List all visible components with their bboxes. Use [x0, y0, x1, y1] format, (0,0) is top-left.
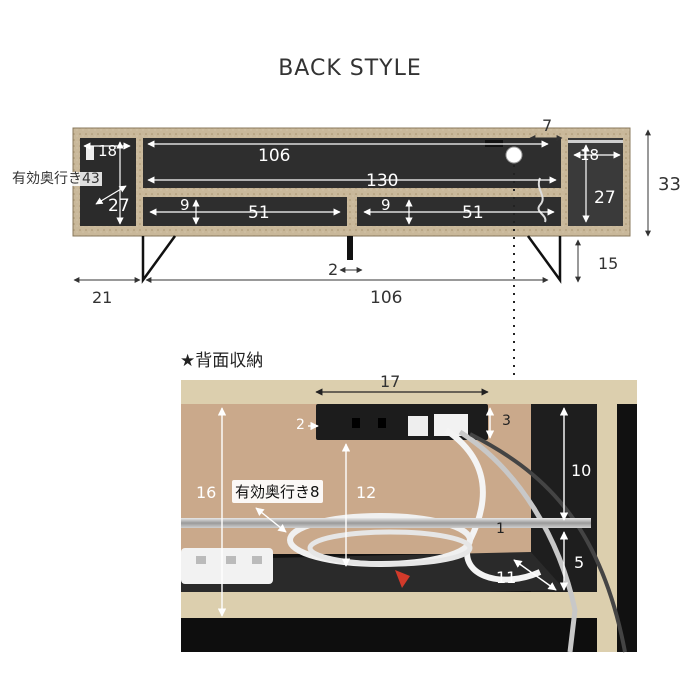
dim-top-gap: 3 — [502, 413, 511, 429]
back-storage-heading: ★背面収納 — [180, 351, 264, 371]
dim-bar-height: 12 — [356, 483, 377, 502]
dim-outlet-offset: 2 — [296, 417, 305, 433]
dim-left-height: 27 — [108, 196, 130, 216]
dim-right-height: 27 — [594, 188, 616, 208]
dim-side-height: 10 — [571, 461, 592, 480]
dim-total-height: 33 — [658, 174, 681, 195]
dim-left-depth: 18 — [98, 142, 118, 160]
dim-bottom-gap: 5 — [574, 553, 585, 572]
dim-leg-span: 106 — [370, 288, 403, 308]
legs — [141, 235, 562, 284]
dim-bar-diameter: 1 — [496, 521, 505, 537]
dim-leg-inset: 21 — [92, 288, 113, 307]
dim-opening-right-width: 51 — [462, 203, 484, 223]
dim-storage-height: 16 — [196, 483, 217, 502]
dim-opening-left-height: 9 — [180, 196, 190, 214]
dim-cord-hole: 7 — [542, 116, 553, 135]
dim-shelf-width: 106 — [258, 146, 291, 166]
dim-leg-height: 15 — [598, 254, 619, 273]
dim-storage-effective-depth: 有効奥行き8 — [232, 480, 323, 503]
dim-storage-depth: 11 — [496, 568, 517, 587]
dim-storage-width: 17 — [380, 372, 401, 391]
dim-opening-left-width: 51 — [248, 203, 270, 223]
dim-leg-width: 2 — [328, 260, 339, 279]
section-title: BACK STYLE — [278, 56, 422, 81]
dim-total-width: 130 — [366, 171, 399, 191]
dim-right-depth: 18 — [580, 146, 600, 164]
dim-effective-depth: 有効奥行き43 — [10, 171, 102, 187]
dim-opening-right-height: 9 — [381, 196, 391, 214]
